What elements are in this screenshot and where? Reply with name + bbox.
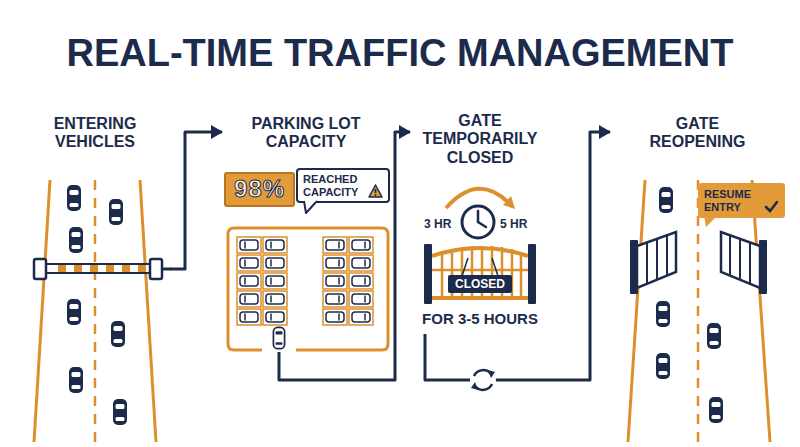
clock-icon: [503, 196, 515, 209]
closed-gate: [432, 248, 528, 256]
exit-road: [628, 180, 645, 442]
callout-tail: [704, 216, 720, 229]
callout-tail: [306, 199, 316, 202]
closed-gate: [432, 269, 528, 272]
parking-lot: [228, 228, 388, 350]
entry-barrier: [106, 265, 114, 272]
closed-gate: [528, 244, 536, 304]
exit-road: [752, 180, 770, 442]
exit-cars: [656, 301, 670, 327]
stage-heading: PARKING LOT CAPACITY: [231, 115, 381, 152]
entry-barrier: [90, 265, 98, 272]
status-badge: RESUME ENTRY: [698, 183, 785, 218]
callout-tail: [704, 216, 717, 227]
refresh-icon: [470, 367, 496, 393]
entry-barrier: [44, 264, 152, 273]
stage-heading: ENTERING VEHICLES: [35, 115, 155, 152]
open-gate: [630, 240, 638, 294]
check-icon: [764, 200, 779, 213]
entry-cars: [109, 199, 123, 225]
entry-road: [34, 180, 156, 442]
stage-note: FOR 3-5 HOURS: [410, 310, 550, 328]
entry-barrier: [138, 265, 146, 272]
closed-sign: CLOSED: [448, 275, 512, 293]
entry-cars: [111, 321, 125, 347]
parking-lot: [228, 228, 388, 350]
open-gate: [721, 232, 760, 288]
flow-arrow: [170, 132, 222, 269]
exit-cars: [656, 353, 670, 379]
closed-gate: [492, 258, 498, 276]
stage-column: PARKING LOT CAPACITY 98% REACHED CAPACITY: [222, 115, 390, 352]
clock-icon: [477, 211, 480, 222]
check-icon: [766, 202, 777, 211]
entry-road: [94, 180, 97, 442]
entry-barrier: [122, 265, 130, 272]
parking-lot: [322, 236, 374, 326]
entry-cars: [67, 185, 127, 425]
exit-cars: [659, 187, 673, 213]
open-gate: [730, 235, 750, 284]
entry-barrier: [34, 259, 171, 279]
exit-cars: [707, 323, 721, 349]
exit-road: [697, 180, 700, 442]
clock-icon: [478, 222, 486, 227]
entry-barrier: [34, 259, 46, 279]
node-text: REACHED CAPACITY: [303, 173, 365, 198]
entry-cars: [113, 399, 127, 425]
entry-barrier: [58, 265, 66, 272]
entry-barrier: [58, 265, 146, 272]
time-label: 5 HR: [500, 216, 527, 232]
entry-cars: [67, 185, 81, 211]
closed-gate: [424, 244, 432, 304]
entry-road: [34, 180, 50, 442]
refresh-icon: [488, 370, 495, 378]
callout-bubble: REACHED CAPACITY: [296, 168, 390, 203]
warning-icon: [369, 185, 382, 197]
capacity-readout: 98%: [224, 172, 295, 207]
closed-gate: [462, 258, 468, 276]
callout-tail: [304, 201, 320, 214]
node-text: CLOSED: [455, 277, 505, 291]
exit-road: [628, 180, 770, 442]
parking-lot: [273, 327, 284, 348]
clock-icon: [462, 206, 494, 238]
node-text: 98%: [234, 175, 285, 204]
entry-cars: [67, 299, 81, 325]
stage-heading: GATE REOPENING: [633, 115, 763, 152]
entry-cars: [69, 367, 83, 393]
closed-gate: [424, 244, 536, 304]
refresh-icon: [471, 382, 478, 390]
closed-gate: [442, 246, 521, 298]
stage-column: ENTERING VEHICLES: [20, 115, 170, 435]
warning-icon: [375, 189, 377, 193]
flow-arrow: [279, 132, 410, 380]
parking-lot: [236, 236, 288, 326]
stage-column: GATE REOPENING RESUME ENTRY: [610, 115, 785, 440]
entry-barrier: [150, 259, 162, 279]
node-text: RESUME ENTRY: [704, 188, 760, 213]
stage-heading: GATE TEMPORARILY CLOSED: [410, 112, 550, 167]
callout-tail: [304, 201, 317, 213]
entry-cars: [69, 227, 83, 253]
open-gate: [630, 232, 767, 294]
open-gate: [647, 235, 667, 284]
exit-cars: [656, 187, 723, 423]
exit-cars: [709, 397, 723, 423]
closed-gate: [432, 296, 528, 300]
warning-icon: [375, 194, 377, 196]
entry-barrier: [162, 268, 171, 271]
time-label: 3 HR: [424, 216, 451, 232]
diagram-title: REAL-TIME TRAFFIC MANAGEMENT: [0, 31, 800, 75]
entry-road: [140, 180, 156, 442]
warning-icon: [368, 184, 383, 198]
open-gate: [759, 240, 767, 294]
open-gate: [637, 232, 676, 288]
entry-barrier: [74, 265, 82, 272]
flow-arrow: [425, 132, 610, 380]
